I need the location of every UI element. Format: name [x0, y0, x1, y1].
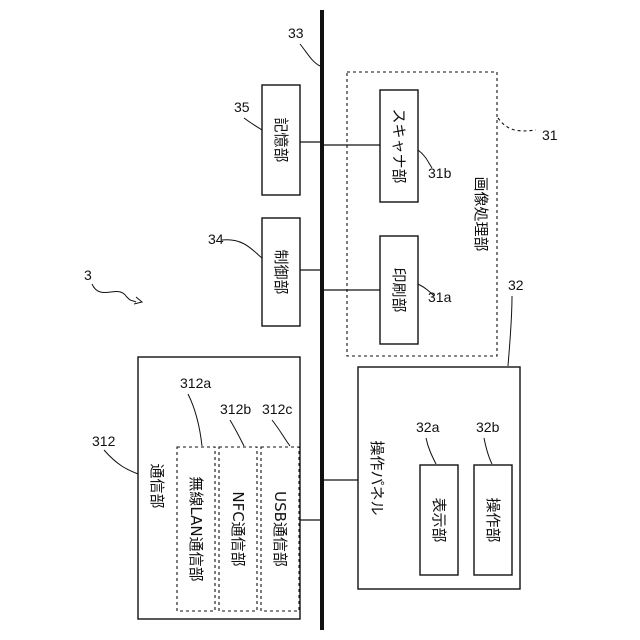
image-processing-leader: [498, 118, 536, 131]
operation-panel-label: 操作パネル: [368, 440, 386, 515]
bus-ref: 33: [288, 25, 304, 41]
figure-number: 3: [84, 267, 92, 283]
display-label: 表示部: [430, 497, 448, 542]
control-ref: 34: [208, 231, 224, 247]
usb-ref: 312c: [262, 401, 292, 417]
storage-leader: [244, 118, 262, 130]
printing-label: 印刷部: [390, 267, 408, 312]
figure-leader: [92, 284, 136, 302]
operation-panel-leader: [508, 296, 512, 366]
wireless-lan-label: 無線LAN通信部: [187, 476, 205, 581]
operation-label: 操作部: [484, 497, 502, 542]
scanner-label: スキャナ部: [390, 108, 408, 183]
nfc-label: NFC通信部: [229, 491, 247, 566]
communication-leader: [104, 450, 138, 474]
storage-label: 記憶部: [272, 117, 290, 162]
communication-ref: 312: [92, 433, 116, 449]
storage-ref: 35: [234, 99, 250, 115]
operation-panel-ref: 32: [508, 277, 524, 293]
figure-arrowhead: [134, 297, 142, 304]
communication-label: 通信部: [148, 463, 166, 508]
nfc-ref: 312b: [220, 401, 251, 417]
scanner-leader: [418, 150, 432, 168]
printing-ref: 31a: [428, 289, 452, 305]
display-ref: 32a: [416, 419, 440, 435]
operation-ref: 32b: [476, 419, 500, 435]
wireless-lan-ref: 312a: [180, 375, 211, 391]
control-label: 制御部: [272, 249, 290, 294]
bus-leader: [300, 44, 320, 66]
control-leader: [222, 240, 262, 258]
image-processing-label: 画像処理部: [472, 176, 490, 251]
usb-label: USB通信部: [271, 491, 289, 567]
image-processing-ref: 31: [542, 127, 558, 143]
